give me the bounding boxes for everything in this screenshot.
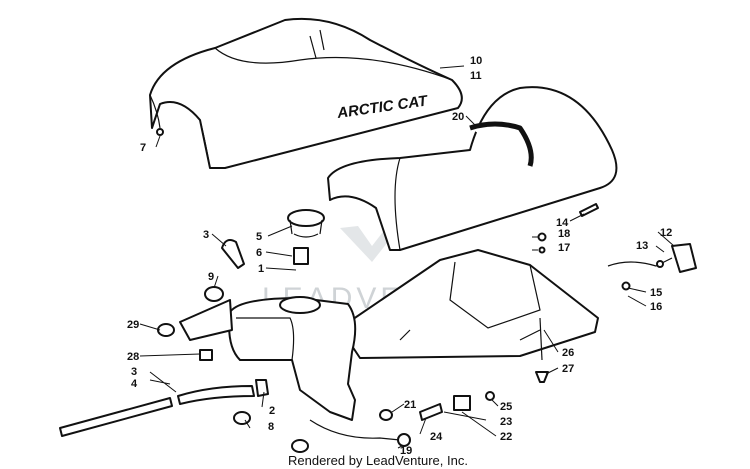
callout-16: 16 [650, 301, 662, 313]
callout-19: 19 [400, 445, 412, 457]
callout-14: 14 [556, 217, 569, 229]
callout-1: 1 [258, 263, 264, 275]
callout-6: 6 [256, 247, 262, 259]
callout-10: 10 [470, 55, 482, 67]
callout-4: 4 [131, 378, 138, 390]
callout-27: 27 [562, 363, 574, 375]
callout-29: 29 [127, 319, 139, 331]
callout-13: 13 [636, 240, 648, 252]
callout-17: 17 [558, 242, 570, 254]
callout-7: 7 [140, 142, 146, 154]
chassis-tray [339, 249, 599, 359]
callouts: 1 2 3 3 4 5 6 7 8 9 10 11 12 13 14 15 16… [127, 55, 672, 457]
callout-24: 24 [430, 431, 443, 443]
seat-base [327, 86, 618, 251]
callout-22: 22 [500, 431, 512, 443]
callout-23: 23 [500, 416, 512, 428]
callout-12: 12 [660, 227, 672, 239]
callout-26: 26 [562, 347, 574, 359]
callout-8: 8 [268, 421, 274, 433]
fuel-cap [287, 209, 325, 265]
callout-11: 11 [470, 70, 482, 82]
callout-28: 28 [127, 351, 139, 363]
callout-3-lower: 3 [131, 366, 137, 378]
callout-2: 2 [269, 405, 275, 417]
callout-5: 5 [256, 231, 262, 243]
callout-21: 21 [404, 399, 416, 411]
fuel-tank [179, 296, 357, 421]
leader-lines [139, 65, 675, 449]
seat-cover: ARCTIC CAT [149, 17, 463, 169]
callout-25: 25 [500, 401, 512, 413]
small-parts [59, 128, 697, 453]
callout-20: 20 [452, 111, 464, 123]
footer-credit: Rendered by LeadVenture, Inc. [288, 453, 468, 468]
callout-15: 15 [650, 287, 662, 299]
callout-18: 18 [558, 228, 570, 240]
callout-3-upper: 3 [203, 229, 209, 241]
callout-9: 9 [208, 271, 214, 283]
